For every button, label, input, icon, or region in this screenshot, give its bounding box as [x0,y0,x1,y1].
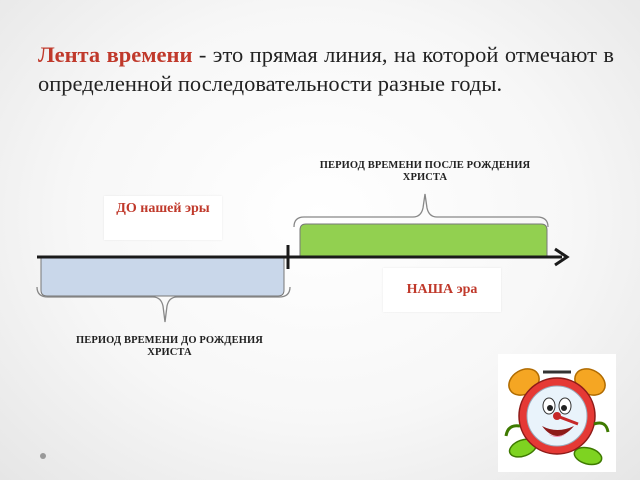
bullet-dot-icon [40,453,46,459]
timeline-arrowhead [554,247,570,267]
caption-before-birth: ПЕРИОД ВРЕМЕНИ ДО РОЖДЕНИЯ ХРИСТА [76,335,263,358]
caption-after-birth: ПЕРИОД ВРЕМЕНИ ПОСЛЕ РОЖДЕНИЯ ХРИСТА [319,160,531,183]
intro-paragraph: Лента времени - это прямая линия, на кот… [38,40,614,98]
label-ad: НАША эра [383,268,501,312]
term-definition: - это прямая линия, на которой отмечают … [38,42,615,96]
after-period-shape [299,223,548,258]
before-period-brace [36,286,291,323]
before-period-shape [40,257,285,297]
after-period-brace [293,193,549,228]
alarm-clock-cartoon-icon [498,354,616,472]
label-bc: ДО нашей эры [104,196,222,240]
term-highlight: Лента времени [38,42,193,67]
